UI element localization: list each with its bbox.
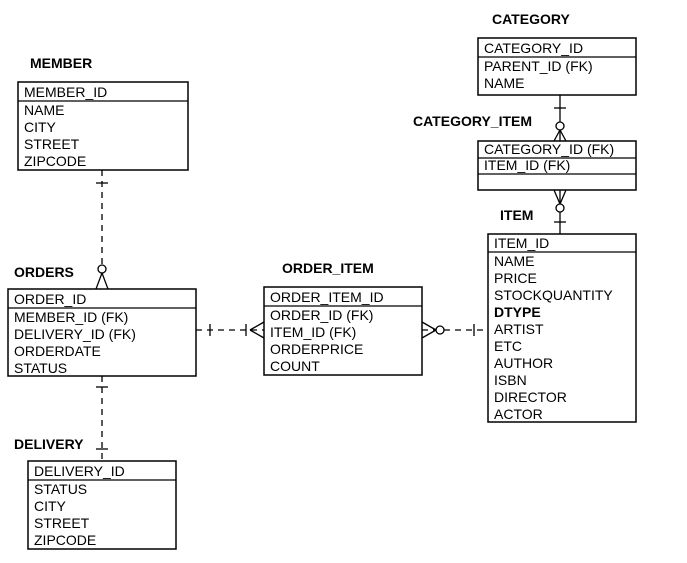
field: ORDER_ID (FK) bbox=[270, 307, 373, 323]
entity-category-item: CATEGORY_ITEM CATEGORY_ID (FK) ITEM_ID (… bbox=[413, 113, 637, 191]
entity-title: ORDERS bbox=[14, 264, 74, 280]
field: PRICE bbox=[494, 270, 537, 286]
field: ISBN bbox=[494, 372, 527, 388]
field: ARTIST bbox=[494, 321, 544, 337]
field: CITY bbox=[24, 119, 57, 135]
primary-key: ORDER_ITEM_ID bbox=[270, 289, 384, 305]
field: ETC bbox=[494, 338, 522, 354]
field: NAME bbox=[494, 253, 534, 269]
entity-delivery: DELIVERY DELIVERY_ID STATUS CITY STREET … bbox=[14, 436, 177, 550]
primary-key: ORDER_ID bbox=[14, 291, 86, 307]
discriminator-field: DTYPE bbox=[494, 304, 541, 320]
field: CITY bbox=[34, 498, 67, 514]
field: ITEM_ID (FK) bbox=[484, 157, 570, 173]
relation-category-item-item bbox=[553, 189, 567, 234]
field: ORDERPRICE bbox=[270, 341, 363, 357]
field: STREET bbox=[24, 136, 80, 152]
field: STATUS bbox=[14, 360, 67, 376]
relation-orders-delivery bbox=[96, 376, 108, 461]
field: DELIVERY_ID (FK) bbox=[14, 326, 136, 342]
entity-title: ORDER_ITEM bbox=[282, 260, 374, 276]
relation-member-orders bbox=[95, 170, 109, 290]
field: ORDERDATE bbox=[14, 343, 101, 359]
field: ZIPCODE bbox=[24, 153, 86, 169]
field: NAME bbox=[24, 102, 64, 118]
entity-category: CATEGORY CATEGORY_ID PARENT_ID (FK) NAME bbox=[477, 11, 637, 96]
relation-order-item-item bbox=[421, 321, 488, 339]
field: STOCKQUANTITY bbox=[494, 287, 613, 303]
entity-member: MEMBER MEMBER_ID NAME CITY STREET ZIPCOD… bbox=[17, 55, 189, 171]
field: DIRECTOR bbox=[494, 389, 567, 405]
field: ZIPCODE bbox=[34, 532, 96, 548]
entity-title: DELIVERY bbox=[14, 436, 84, 452]
field: ACTOR bbox=[494, 406, 543, 422]
primary-key: ITEM_ID bbox=[494, 235, 549, 251]
entity-item: ITEM ITEM_ID NAME PRICE STOCKQUANTITY DT… bbox=[487, 207, 637, 423]
field: PARENT_ID (FK) bbox=[484, 58, 593, 74]
field: COUNT bbox=[270, 358, 320, 374]
entity-title: CATEGORY_ITEM bbox=[413, 113, 532, 129]
relation-orders-order-item bbox=[196, 321, 265, 339]
field: AUTHOR bbox=[494, 355, 553, 371]
field: NAME bbox=[484, 75, 524, 91]
entity-order-item: ORDER_ITEM ORDER_ITEM_ID ORDER_ID (FK) I… bbox=[263, 260, 423, 376]
field: MEMBER_ID (FK) bbox=[14, 309, 128, 325]
field: STATUS bbox=[34, 481, 87, 497]
primary-key: DELIVERY_ID bbox=[34, 463, 125, 479]
entity-title: MEMBER bbox=[30, 55, 92, 71]
primary-key: CATEGORY_ID bbox=[484, 40, 583, 56]
field: ITEM_ID (FK) bbox=[270, 324, 356, 340]
primary-key: MEMBER_ID bbox=[24, 84, 107, 100]
entity-title: CATEGORY bbox=[492, 11, 570, 27]
entity-orders: ORDERS ORDER_ID MEMBER_ID (FK) DELIVERY_… bbox=[7, 264, 197, 377]
primary-key: CATEGORY_ID (FK) bbox=[484, 141, 614, 157]
field: STREET bbox=[34, 515, 90, 531]
entity-title: ITEM bbox=[500, 207, 533, 223]
relation-category-category-item bbox=[553, 95, 567, 142]
